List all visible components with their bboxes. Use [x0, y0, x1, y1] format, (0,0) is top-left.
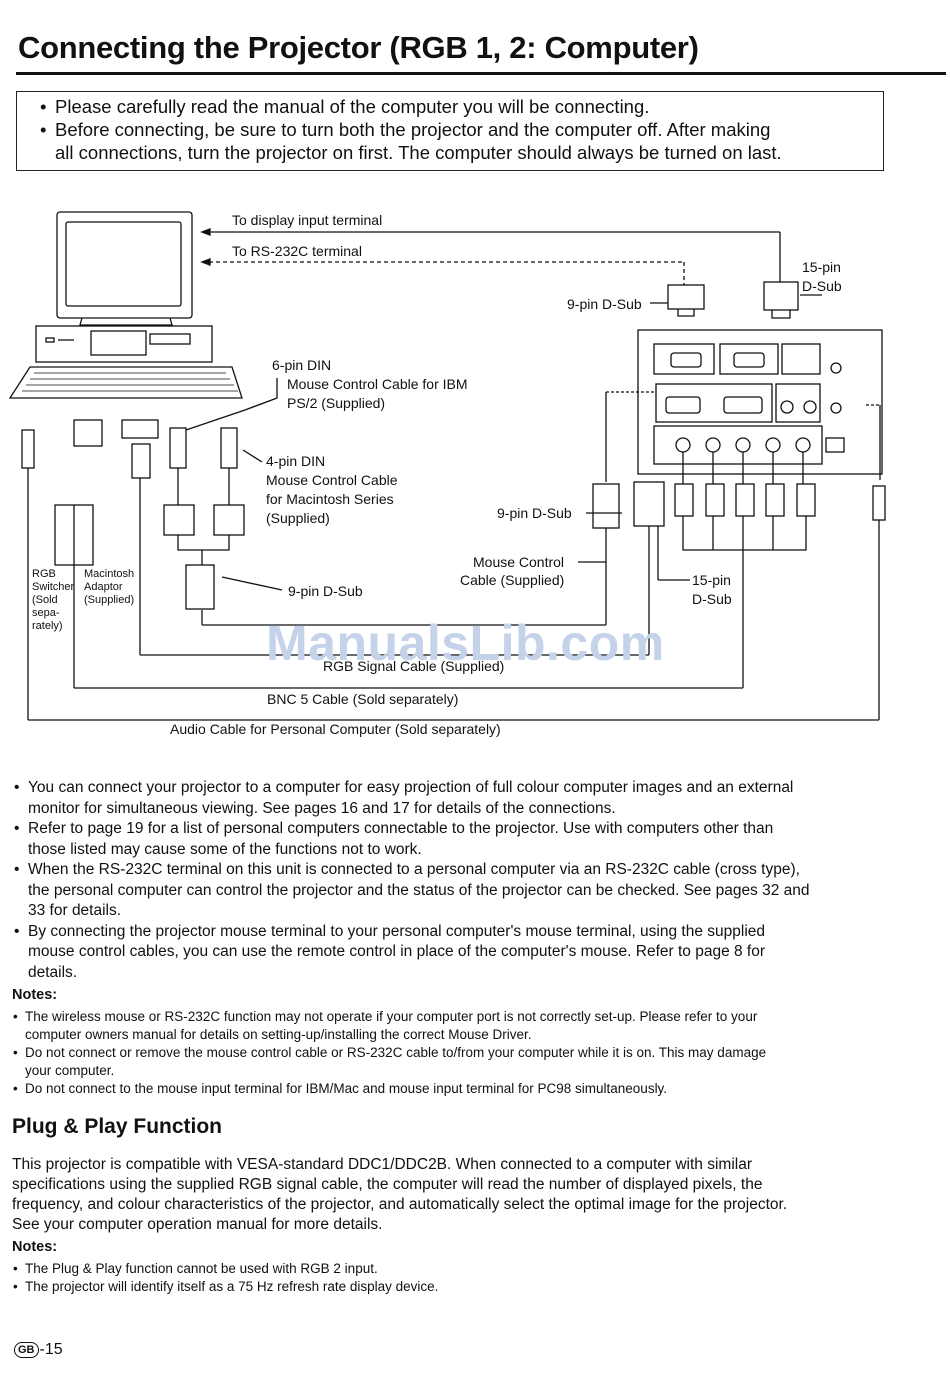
section-paragraph: This projector is compatible with VESA-s…: [12, 1156, 788, 1233]
notice-item-continuation: all connections, turn the projector on f…: [55, 142, 782, 163]
notes-heading: Notes:: [12, 1239, 58, 1255]
dsub9-connector-bottom: [185, 564, 215, 610]
label-rgb-switcher: RGB: [32, 568, 56, 580]
list-item: You can connect your projector to a comp…: [12, 778, 892, 819]
notes-list: The wireless mouse or RS-232C function m…: [12, 1008, 892, 1098]
label-9pin-dsub-right: 9-pin D-Sub: [497, 505, 572, 521]
notice-box: Please carefully read the manual of the …: [16, 91, 884, 171]
keyboard-icon: [8, 366, 243, 399]
label-4pin-din: 4-pin DIN: [266, 453, 325, 469]
rgb-switcher-box: [54, 504, 94, 566]
label-rgb-switcher: (Sold: [32, 594, 58, 606]
computer-unit-icon: [35, 325, 213, 363]
bnc-connector: [735, 483, 755, 517]
list-item: By connecting the projector mouse termin…: [12, 922, 892, 984]
notice-item: Before connecting, be sure to turn both …: [40, 119, 770, 141]
bnc-connector: [674, 483, 694, 517]
din4-plug-icon: [220, 427, 238, 469]
label-rgb-switcher: rately): [32, 620, 63, 632]
label-dsub-bottom: D-Sub: [692, 591, 732, 607]
label-6pin-din-desc: PS/2 (Supplied): [287, 395, 385, 411]
label-mouse-control-cable: Mouse Control: [473, 554, 564, 570]
din6-plug-icon: [169, 427, 187, 469]
watermark: ManualsLib.com: [266, 615, 665, 671]
label-bnc5-cable: BNC 5 Cable (Sold separately): [267, 691, 458, 707]
label-15pin: 15-pin: [802, 259, 841, 275]
label-mac-adaptor: Adaptor: [84, 581, 123, 593]
projector-terminal-panel: [637, 329, 883, 475]
dsub9-connector-left: [163, 504, 195, 536]
title-rule: [16, 72, 946, 75]
label-rgb-switcher: sepa-: [32, 607, 60, 619]
dsub9-connector-left: [213, 504, 245, 536]
list-item: The Plug & Play function cannot be used …: [12, 1260, 892, 1278]
label-mouse-control-cable: Cable (Supplied): [460, 572, 564, 588]
rgb-switcher-connector: [73, 419, 103, 447]
mac-adaptor-connector: [121, 419, 159, 439]
body-bullet-list: You can connect your projector to a comp…: [12, 778, 892, 983]
label-15pin-bottom: 15-pin: [692, 572, 731, 588]
label-audio-cable: Audio Cable for Personal Computer (Sold …: [170, 721, 501, 737]
bnc-connector: [765, 483, 785, 517]
mac-adaptor-icon: [131, 443, 151, 479]
bnc-connector: [796, 483, 816, 517]
label-mac-adaptor: (Supplied): [84, 594, 134, 606]
label-9pin-dsub-bottom: 9-pin D-Sub: [288, 583, 363, 599]
label-dsub: D-Sub: [802, 278, 842, 294]
label-mac-adaptor: Macintosh: [84, 568, 134, 580]
label-to-display-input: To display input terminal: [232, 212, 382, 228]
list-item: Do not connect to the mouse input termin…: [12, 1080, 892, 1098]
audio-plug-icon: [21, 429, 35, 469]
audio-plug-icon: [872, 485, 886, 521]
dsub15-connector-top: [763, 281, 799, 311]
label-6pin-din: 6-pin DIN: [272, 357, 331, 373]
notes-heading: Notes:: [12, 987, 58, 1003]
section-title: Plug & Play Function: [12, 1115, 223, 1138]
label-rgb-switcher: Switcher: [32, 581, 75, 593]
dsub9-connector-top: [667, 284, 705, 310]
notes-list: The Plug & Play function cannot be used …: [12, 1260, 892, 1296]
list-item: Do not connect or remove the mouse contr…: [12, 1044, 892, 1080]
notice-item: Please carefully read the manual of the …: [40, 96, 649, 118]
dsub15-connector-mid: [633, 481, 665, 527]
bnc-connector: [705, 483, 725, 517]
list-item: Refer to page 19 for a list of personal …: [12, 819, 892, 860]
page-title: Connecting the Projector (RGB 1, 2: Comp…: [18, 30, 699, 65]
label-6pin-din-desc: Mouse Control Cable for IBM: [287, 376, 468, 392]
list-item: When the RS-232C terminal on this unit i…: [12, 860, 892, 922]
label-4pin-din-desc: (Supplied): [266, 510, 330, 526]
list-item: The wireless mouse or RS-232C function m…: [12, 1008, 892, 1044]
label-4pin-din-desc: for Macintosh Series: [266, 491, 394, 507]
dsub9-connector-mid: [592, 483, 620, 529]
label-4pin-din-desc: Mouse Control Cable: [266, 472, 398, 488]
label-to-rs232c: To RS-232C terminal: [232, 243, 362, 259]
language-badge: GB: [14, 1342, 39, 1358]
label-9pin-dsub-top: 9-pin D-Sub: [567, 296, 642, 312]
label-rgb-signal-cable: RGB Signal Cable (Supplied): [323, 658, 504, 674]
page-number: GB-15: [14, 1341, 63, 1359]
connection-diagram: To display input terminal To RS-232C ter…: [8, 211, 886, 737]
monitor-icon: [56, 211, 193, 319]
list-item: The projector will identify itself as a …: [12, 1278, 892, 1296]
